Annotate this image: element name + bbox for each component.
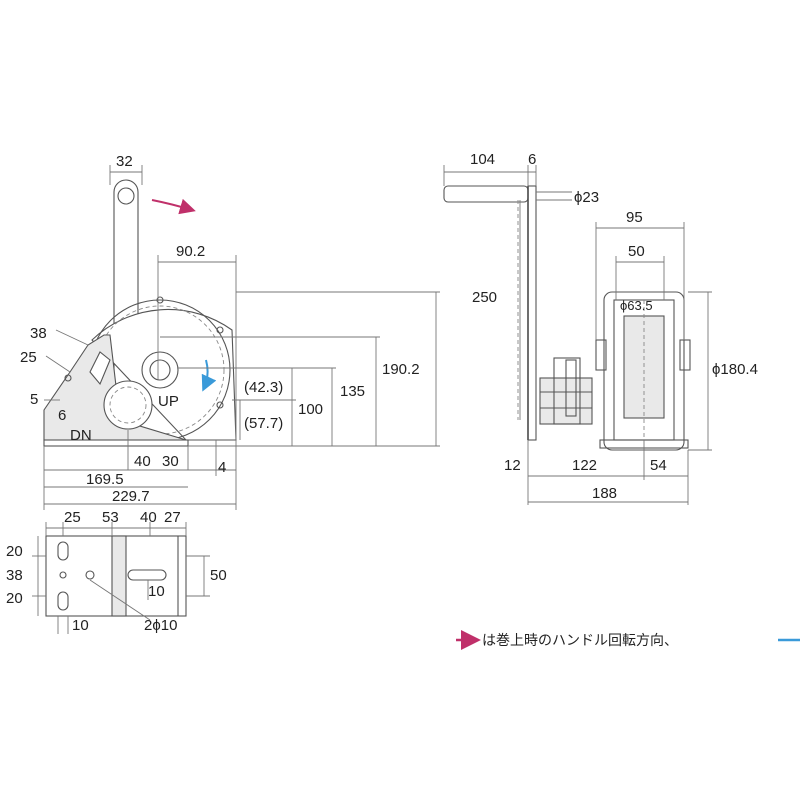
dim-bottom-12: 12 xyxy=(504,457,521,474)
dim-bottom-10: 10 xyxy=(72,617,89,634)
front-view: 104 6 ϕ23 95 50 ϕ63.5 250 ϕ180.4 12 122 … xyxy=(443,151,758,505)
dim-top-6: 6 xyxy=(528,151,536,168)
dim-height-135: 135 xyxy=(340,383,365,400)
side-view: 32 90.2 190.2 135 100 (42.3) (57.7) 38 2… xyxy=(20,153,440,510)
label-dn: DN xyxy=(70,427,92,444)
label-up: UP xyxy=(158,393,179,410)
crank-shaft xyxy=(443,185,537,441)
dim-phi-63-5: ϕ63.5 xyxy=(620,298,653,313)
drum-body xyxy=(595,291,691,451)
dim-left-38: 38 xyxy=(30,325,47,342)
dim-left-25: 25 xyxy=(20,349,37,366)
base-dimension-lines xyxy=(32,522,210,634)
dim-left-6: 6 xyxy=(58,407,66,424)
dim-width-50: 50 xyxy=(628,243,645,260)
dim-top-104: 104 xyxy=(470,151,495,168)
legend: は巻上時のハンドル回転方向、 xyxy=(456,630,800,650)
dim-top-53: 53 xyxy=(102,509,119,526)
dim-right-50: 50 xyxy=(210,567,227,584)
dim-top-27: 27 xyxy=(164,509,181,526)
dim-bottom-188: 188 xyxy=(592,485,617,502)
dim-bottom-229-7: 229.7 xyxy=(112,488,150,505)
legend-text: は巻上時のハンドル回転方向、 xyxy=(482,633,678,649)
dim-bottom-40: 40 xyxy=(134,453,151,470)
dim-left-20b: 20 xyxy=(6,590,23,607)
dim-bottom-30: 30 xyxy=(162,453,179,470)
dim-top-40: 40 xyxy=(140,509,157,526)
front-dimension-lines xyxy=(443,165,712,505)
dim-left-5: 5 xyxy=(30,391,38,408)
dim-paren-42-3: (42.3) xyxy=(244,379,283,396)
side-dimension-lines xyxy=(43,165,440,510)
dim-paren-57-7: (57.7) xyxy=(244,415,283,432)
ratchet-plate xyxy=(43,334,189,447)
rotation-arrow-up-icon xyxy=(151,198,196,215)
dim-handle-width: 32 xyxy=(116,153,133,170)
dim-left-38: 38 xyxy=(6,567,23,584)
dim-top-25: 25 xyxy=(64,509,81,526)
dim-bottom-169-5: 169.5 xyxy=(86,471,124,488)
base-plate-view: 25 53 40 27 20 38 20 50 10 10 2ϕ10 xyxy=(6,509,227,634)
dim-bottom-122: 122 xyxy=(572,457,597,474)
dim-holes-2phi10: 2ϕ10 xyxy=(144,617,177,634)
dim-handle-250: 250 xyxy=(472,289,497,306)
dim-width-95: 95 xyxy=(626,209,643,226)
dim-bottom-54: 54 xyxy=(650,457,667,474)
dim-phi-180-4: ϕ180.4 xyxy=(712,361,758,378)
dim-height-overall: 190.2 xyxy=(382,361,420,378)
dim-left-20a: 20 xyxy=(6,543,23,560)
gear-assembly xyxy=(539,357,593,425)
dim-height-100: 100 xyxy=(298,401,323,418)
dim-bottom-4: 4 xyxy=(218,459,226,476)
dim-phi-23: ϕ23 xyxy=(574,189,599,206)
rotation-arrow-down-icon xyxy=(201,359,217,392)
dim-drum-offset: 90.2 xyxy=(176,243,205,260)
dim-slot-10: 10 xyxy=(148,583,165,600)
